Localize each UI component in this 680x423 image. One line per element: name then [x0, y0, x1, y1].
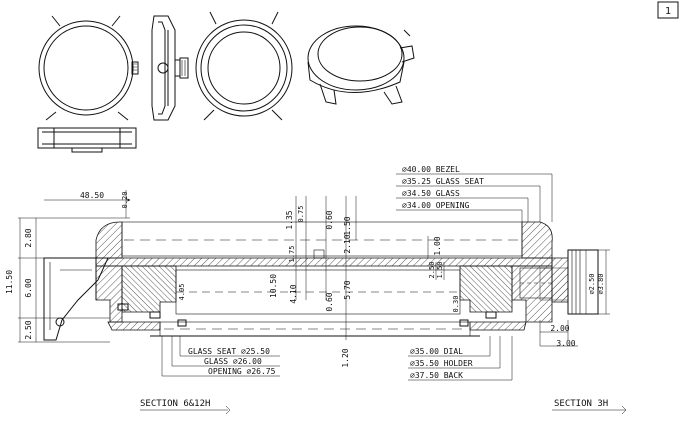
- dim-h3: 2.50: [24, 320, 33, 339]
- dim-300: 3.00: [556, 339, 575, 348]
- dim-175: 1.75: [288, 246, 296, 263]
- callout-glass-back: GLASS ⌀26.00: [204, 357, 262, 366]
- dim-100: 1.00: [433, 236, 442, 255]
- sheet-number: 1: [665, 6, 671, 17]
- callout-glass: ⌀34.50 GLASS: [402, 189, 460, 198]
- dim-060b: 0.60: [325, 292, 334, 311]
- dim-1050: 10.50: [269, 274, 278, 298]
- callout-dial: ⌀35.00 DIAL: [410, 347, 463, 356]
- dim-diam-380: ⌀3.80: [597, 273, 605, 294]
- dim-075: 0.75: [297, 206, 305, 223]
- dim-total-height: 11.50: [5, 270, 14, 294]
- dim-150: 1.50: [343, 216, 352, 235]
- center-dimensions: 1.35 0.75 0.60 1.50 1.75 2.10 10.50 4.10…: [178, 196, 357, 368]
- dim-width-top: 48.50: [80, 191, 104, 200]
- dim-410: 4.10: [289, 284, 298, 303]
- section-label-6-12h: SECTION 6&12H: [140, 399, 210, 409]
- right-dimensions: 1.00 2.50 1.50 0.30 ⌀2.50 ⌀3.80 2.00 3.0…: [427, 236, 610, 348]
- dim-h1: 2.80: [24, 228, 33, 247]
- dim-diam-250: ⌀2.50: [588, 273, 596, 294]
- left-dimensions: 11.50 2.80 6.00 2.50 48.50 0.20: [5, 190, 131, 343]
- crown-section: [519, 249, 599, 315]
- dim-570: 5.70: [343, 280, 352, 299]
- dim-405: 4.05: [178, 284, 186, 301]
- dim-250: 2.50: [428, 262, 436, 279]
- callout-back: ⌀37.50 BACK: [410, 371, 463, 380]
- sheet-number-box: 1: [657, 1, 679, 19]
- dim-120: 1.20: [341, 348, 350, 367]
- section-label-3h: SECTION 3H: [554, 399, 608, 409]
- front-view: [38, 15, 139, 121]
- side-view: [151, 15, 189, 121]
- dim-060a: 0.60: [325, 210, 334, 229]
- dim-030: 0.30: [452, 296, 460, 313]
- top-callouts: ⌀40.00 BEZEL ⌀35.25 GLASS SEAT ⌀34.50 GL…: [396, 165, 553, 222]
- case-section: [95, 221, 553, 337]
- section-labels: SECTION 6&12H SECTION 3H: [140, 399, 627, 415]
- dim-offset-top: 0.20: [121, 192, 129, 209]
- bottom-right-callouts: ⌀35.00 DIAL ⌀35.50 HOLDER ⌀37.50 BACK: [408, 336, 513, 381]
- callout-glass-seat-back: GLASS SEAT ⌀25.50: [188, 347, 270, 356]
- callout-glass-seat: ⌀35.25 GLASS SEAT: [402, 177, 484, 186]
- dim-200: 2.00: [550, 324, 569, 333]
- dim-150b: 1.50: [436, 262, 444, 279]
- callout-opening-back: OPENING ⌀26.75: [208, 367, 276, 376]
- bottom-left-callouts: GLASS SEAT ⌀25.50 GLASS ⌀26.00 OPENING ⌀…: [161, 336, 280, 377]
- callout-holder: ⌀35.50 HOLDER: [410, 359, 473, 368]
- back-view: [195, 11, 293, 121]
- perspective-view: [307, 25, 415, 105]
- dim-h2: 6.00: [24, 278, 33, 297]
- dim-210: 2.10: [343, 234, 352, 253]
- top-view: [37, 127, 137, 153]
- callout-bezel: ⌀40.00 BEZEL: [402, 165, 460, 174]
- dim-135: 1.35: [285, 210, 294, 229]
- callout-opening: ⌀34.00 OPENING: [402, 201, 470, 210]
